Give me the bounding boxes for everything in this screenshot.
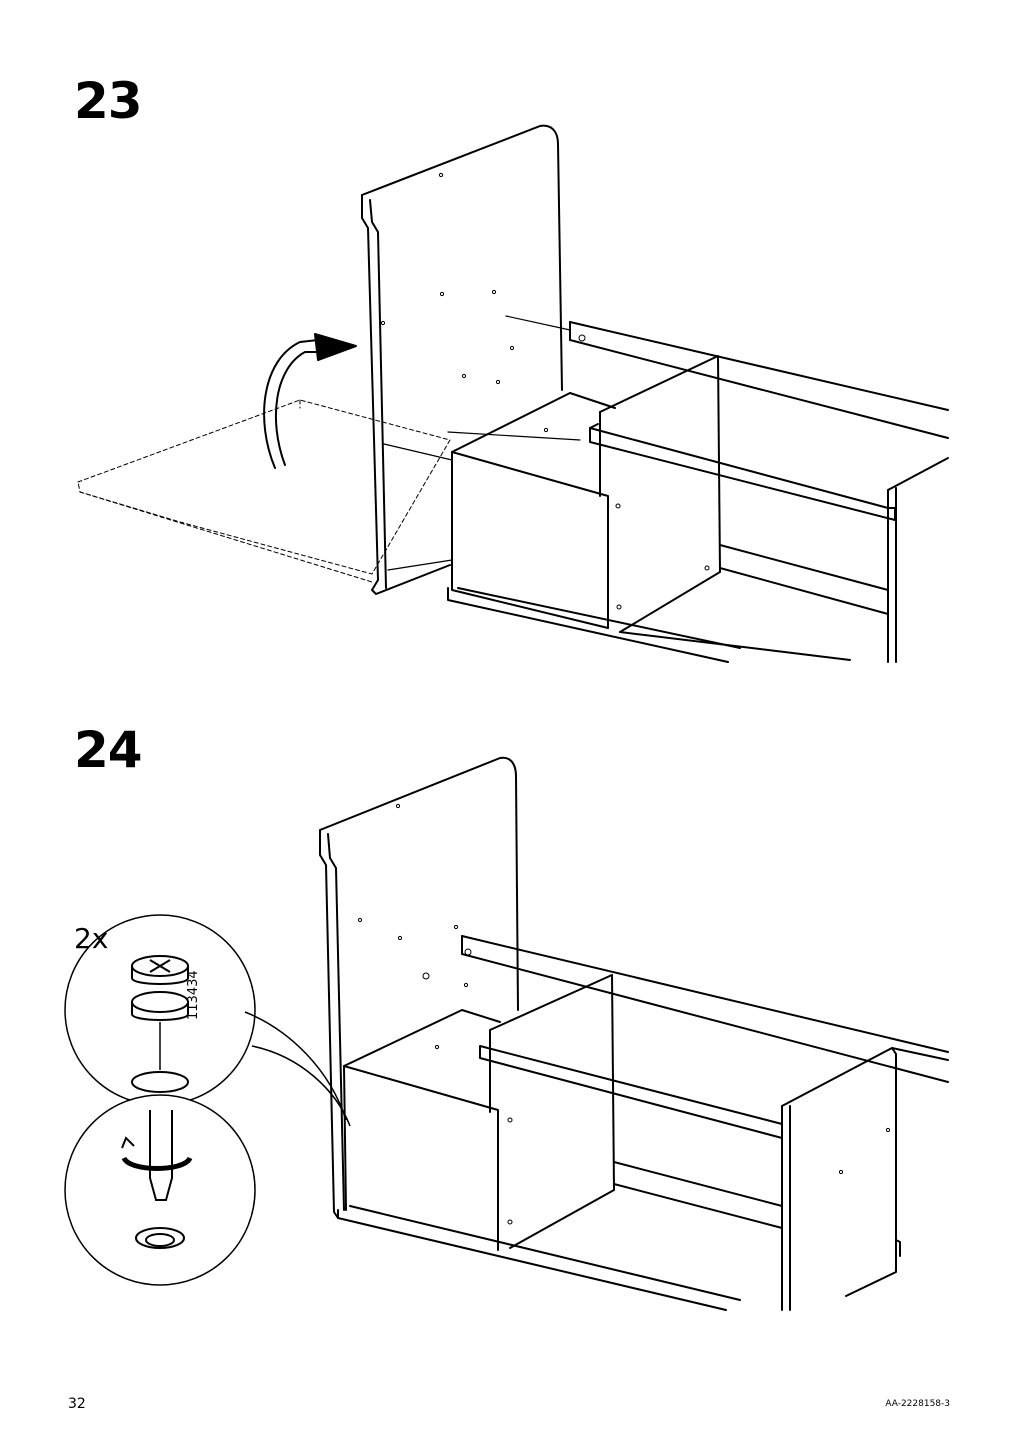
part-number: 113434 — [186, 970, 201, 1020]
frame-rails — [569, 321, 949, 663]
step-24-number: 24 — [74, 721, 143, 779]
page-number: 32 — [68, 1396, 86, 1412]
cam-lock-top-icon — [135, 1227, 185, 1249]
callout-pointer-bottom — [251, 1045, 351, 1127]
panel-lying-dashed — [77, 399, 451, 583]
cam-lock-icon — [131, 955, 189, 1021]
step23-dowels — [383, 315, 581, 571]
callout-pointer-top — [244, 1011, 347, 1121]
hole-icon — [131, 1071, 189, 1093]
rotate-arrow-icon — [263, 333, 357, 469]
frame-rails-24 — [461, 935, 949, 1311]
detail-callout — [64, 914, 256, 1286]
back-panel — [319, 756, 519, 1219]
document-id: AA-2228158-3 — [885, 1399, 950, 1409]
step-23-number: 23 — [74, 72, 143, 130]
drawer-box — [337, 1009, 741, 1311]
quantity-label: 2x — [74, 922, 109, 955]
back-panel-upright — [361, 124, 563, 595]
screwdriver-icon — [121, 1110, 193, 1201]
drawer-box-left — [447, 392, 741, 663]
